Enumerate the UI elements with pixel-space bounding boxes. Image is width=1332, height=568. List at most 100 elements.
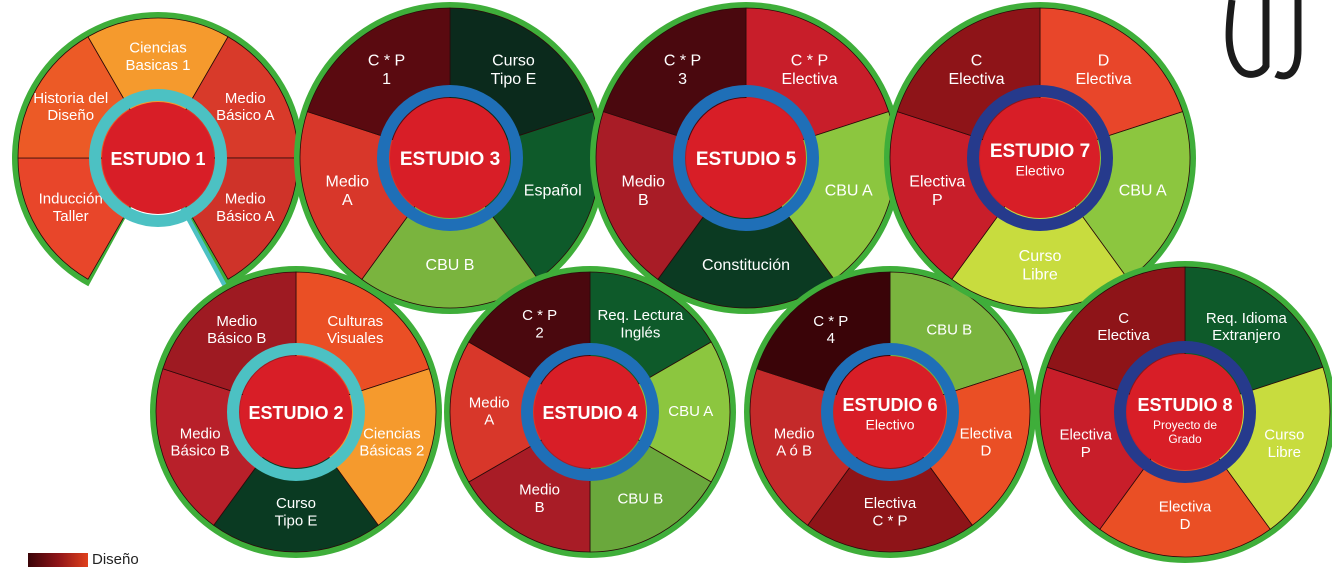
segment-label: Electiva: [1159, 499, 1212, 516]
studio-center: [686, 98, 806, 218]
segment-label: Inglés: [620, 324, 660, 341]
logo-mark-icon: [1225, 0, 1302, 80]
segment-label: CBU B: [617, 490, 663, 507]
studio-subtitle: Electivo: [1015, 163, 1064, 179]
segment-label: Req. Idioma: [1206, 310, 1288, 327]
studio-accent-ring: [521, 343, 659, 481]
segment-label: Diseño: [47, 107, 94, 124]
segment-label: A ó B: [776, 443, 812, 460]
segment-label: Electiva: [909, 173, 965, 190]
studio-title: ESTUDIO 4: [542, 403, 637, 423]
segment-label: Visuales: [327, 330, 383, 347]
segment-label: Libre: [1022, 266, 1058, 283]
segment-label: D: [1098, 53, 1110, 70]
studio-title: ESTUDIO 7: [990, 141, 1090, 162]
studio-accent-ring: [821, 343, 959, 481]
studio-title: ESTUDIO 1: [110, 149, 205, 169]
segment-label: Básico B: [171, 443, 230, 460]
segment-label: C * P: [813, 313, 848, 330]
studio-center: [390, 98, 510, 218]
segment-label: C * P: [368, 53, 405, 70]
legend-label: Diseño: [92, 551, 139, 568]
segment-label: 3: [678, 71, 687, 88]
segment-label: Taller: [53, 208, 89, 225]
segment-label: Ciencias: [363, 425, 421, 442]
segment-label: Basicas 1: [125, 57, 190, 74]
segment-label: CBU A: [1119, 183, 1167, 200]
studio-title: ESTUDIO 8: [1137, 395, 1232, 415]
segment-label: Ciencias: [129, 40, 187, 57]
studio-accent-ring: [227, 343, 365, 481]
legend: Diseño: [28, 551, 139, 568]
studio-title: ESTUDIO 5: [696, 149, 797, 170]
segment-label: Electiva: [864, 495, 917, 512]
segment-label: D: [1180, 516, 1191, 533]
segment-label: A: [342, 192, 353, 209]
segment-label: Medio: [216, 313, 257, 330]
segment-label: P: [1081, 444, 1091, 461]
segment-label: Español: [524, 183, 582, 200]
segment-label: Curso: [1264, 427, 1304, 444]
segment-label: Culturas: [327, 313, 383, 330]
segment-label: Libre: [1268, 444, 1301, 461]
segment-label: Medio: [621, 173, 665, 190]
studio-center: [980, 98, 1100, 218]
segment-label: B: [535, 499, 545, 516]
segment-label: Inducción: [39, 191, 103, 208]
segment-label: P: [932, 192, 943, 209]
segment-label: Curso: [492, 53, 535, 70]
studio-center: [834, 356, 946, 468]
segment-label: D: [980, 443, 991, 460]
segment-label: Medio: [325, 173, 369, 190]
studio-center: [240, 356, 352, 468]
segment-label: Medio: [774, 425, 815, 442]
studio-accent-ring: [967, 85, 1113, 231]
course-segment: [807, 411, 973, 553]
segment-label: C * P: [791, 53, 828, 70]
segment-label: Tipo E: [491, 71, 537, 88]
studio-title: ESTUDIO 3: [400, 149, 500, 170]
segment-label: C * P: [664, 53, 701, 70]
segment-label: Electiva: [1075, 71, 1131, 88]
segment-label: Medio: [180, 425, 221, 442]
segment-label: 4: [827, 330, 835, 347]
segment-label: Electiva: [781, 71, 837, 88]
studio-accent-ring: [377, 85, 523, 231]
segment-label: 1: [382, 71, 391, 88]
segment-label: CBU A: [668, 403, 713, 420]
studio-accent-ring: [89, 89, 227, 227]
segment-label: Electiva: [1097, 327, 1150, 344]
segment-label: Básico A: [216, 208, 274, 225]
segment-label: Electiva: [1059, 427, 1112, 444]
studio-center: [1127, 354, 1243, 470]
studio-title: ESTUDIO 6: [842, 395, 937, 415]
segment-label: C * P: [522, 307, 557, 324]
segment-label: Básicas 2: [359, 443, 424, 460]
segment-label: Electiva: [949, 71, 1005, 88]
segment-label: Básico B: [207, 330, 266, 347]
segment-label: B: [638, 192, 649, 209]
segment-label: Historia del: [33, 90, 108, 107]
studio-accent-ring: [1114, 341, 1256, 483]
segment-label: A: [484, 412, 494, 429]
course-segment: [213, 411, 379, 553]
segment-label: Constitución: [702, 257, 790, 274]
studio-accent-ring: [673, 85, 819, 231]
segment-label: CBU A: [825, 183, 873, 200]
course-segment: [1099, 411, 1271, 558]
course-segment: [589, 341, 731, 483]
segment-label: Medio: [469, 394, 510, 411]
segment-label: Electiva: [960, 425, 1013, 442]
segment-label: C: [1118, 310, 1129, 327]
studio-subtitle: Electivo: [865, 417, 914, 433]
studio-center: [102, 102, 214, 214]
segment-label: Básico A: [216, 107, 274, 124]
segment-label: Req. Lectura: [597, 307, 684, 324]
legend-swatch: [28, 553, 88, 567]
course-segment: [87, 17, 229, 159]
